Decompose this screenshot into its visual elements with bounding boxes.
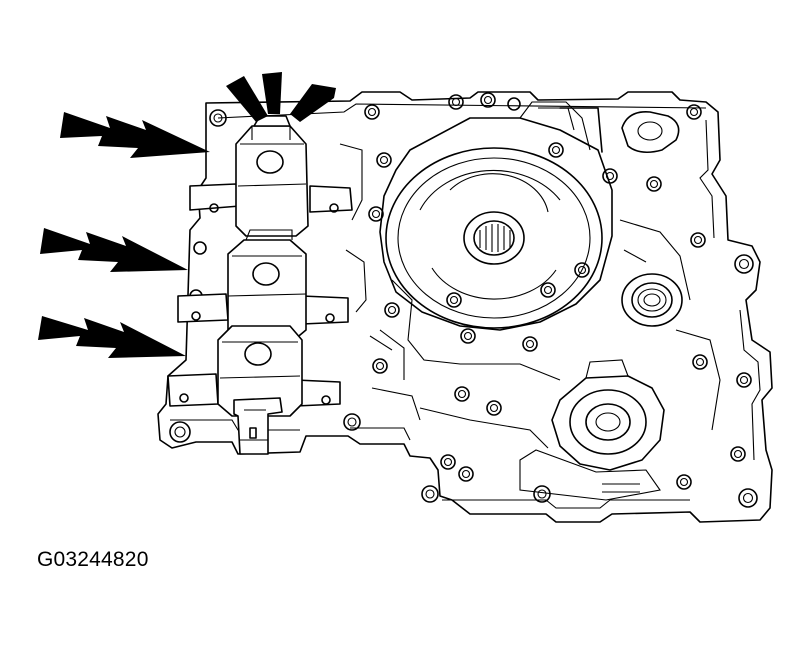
oval-pocket — [621, 111, 680, 154]
solenoid-middle — [177, 229, 349, 341]
figure-id-label: G03244820 — [37, 548, 149, 571]
lower-boss — [519, 359, 665, 501]
arrow-icon-top — [60, 112, 210, 158]
valve-body-plate — [157, 91, 773, 523]
solenoid-bottom — [167, 325, 341, 455]
solenoid-top — [189, 115, 353, 237]
arrow-icon-middle — [40, 228, 188, 272]
bolt-holes — [169, 92, 758, 508]
threaded-port — [621, 273, 683, 327]
passages — [339, 143, 721, 449]
highlight-burst-icon — [226, 72, 336, 122]
pump-boss — [379, 101, 613, 331]
arrow-icon-bottom — [38, 316, 186, 358]
